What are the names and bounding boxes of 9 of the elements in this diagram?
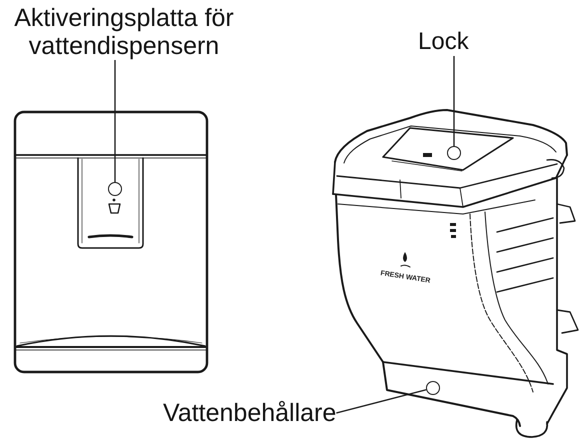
leader-line (114, 60, 116, 182)
leader-line (336, 389, 426, 414)
callout-marker (426, 381, 440, 395)
leader-line (453, 56, 455, 146)
callout-marker (108, 182, 122, 196)
callout-label: Lock (418, 28, 469, 56)
callout-marker (447, 146, 461, 160)
callout-label: Vattenbehållare (163, 399, 336, 427)
callout-label: Aktiveringsplatta för vattendispensern (0, 4, 248, 60)
